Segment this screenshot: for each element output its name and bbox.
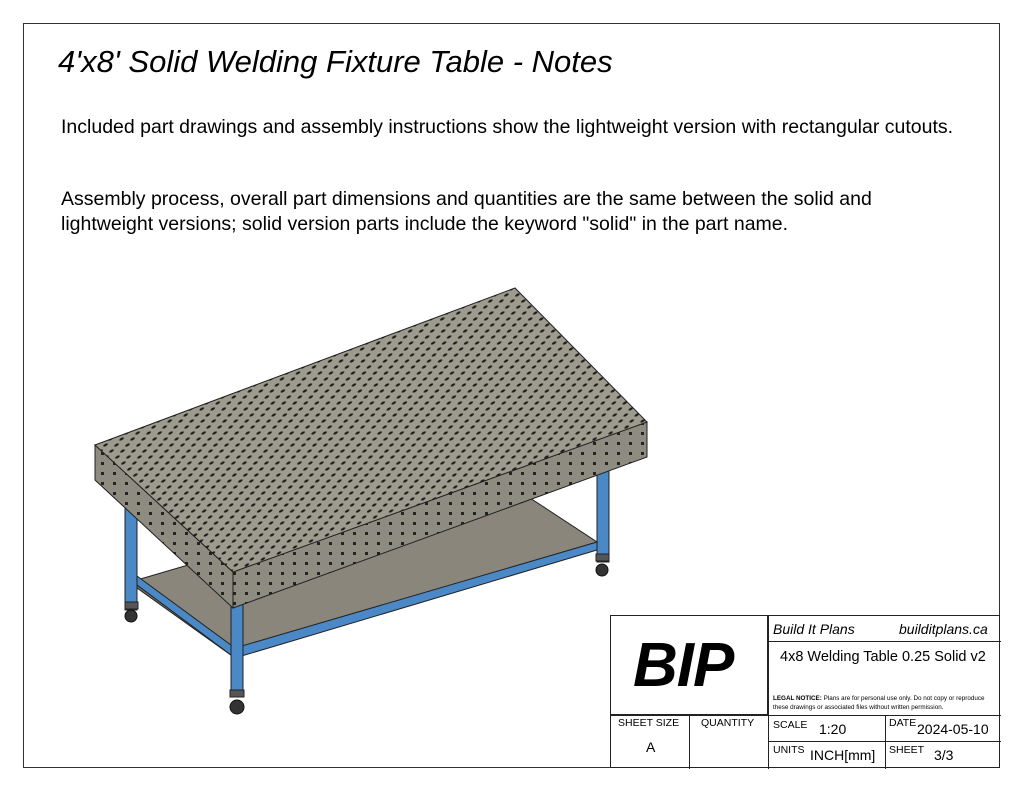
logo-cell: BIP: [611, 616, 768, 715]
divider: [689, 715, 690, 769]
scale-label: SCALE: [773, 719, 808, 731]
title-block: BIP Build It Plans builditplans.ca 4x8 W…: [610, 615, 1001, 769]
sheet-number: 3/3: [934, 747, 954, 763]
sheet-size-value: A: [646, 739, 656, 755]
welding-table-drawing: [94, 287, 648, 715]
quantity-label: QUANTITY: [701, 717, 755, 729]
note-lightweight-version: Included part drawings and assembly inst…: [61, 116, 954, 138]
divider: [768, 741, 1001, 742]
note-assembly-process: Assembly process, overall part dimension…: [61, 188, 872, 235]
legal-notice-text: Plans are for personal use only. Do not …: [773, 695, 985, 711]
bip-logo: BIP: [633, 631, 734, 700]
divider: [611, 715, 1001, 716]
page-title: 4'x8' Solid Welding Fixture Table - Note…: [58, 44, 613, 79]
units-label: UNITS: [773, 744, 805, 756]
legal-notice: LEGAL NOTICE: Plans are for personal use…: [773, 694, 997, 712]
sheet-size-label: SHEET SIZE: [618, 717, 680, 729]
company-name: Build It Plans: [773, 621, 855, 637]
date-label: DATE: [889, 717, 917, 729]
date-value: 2024-05-10: [917, 721, 989, 737]
legal-notice-label: LEGAL NOTICE:: [773, 695, 822, 702]
sheet-label: SHEET: [889, 744, 925, 756]
sheet-border: [23, 23, 1000, 768]
caster-back-left: [124, 601, 139, 623]
divider: [885, 715, 886, 769]
divider: [768, 641, 1001, 642]
units-value: INCH[mm]: [810, 747, 876, 763]
website: builditplans.ca: [899, 621, 988, 637]
scale-value: 1:20: [819, 721, 847, 737]
part-name: 4x8 Welding Table 0.25 Solid v2: [780, 649, 986, 665]
divider: [768, 616, 769, 769]
caster-front-left: [229, 689, 245, 715]
caster-back-right: [595, 553, 610, 577]
